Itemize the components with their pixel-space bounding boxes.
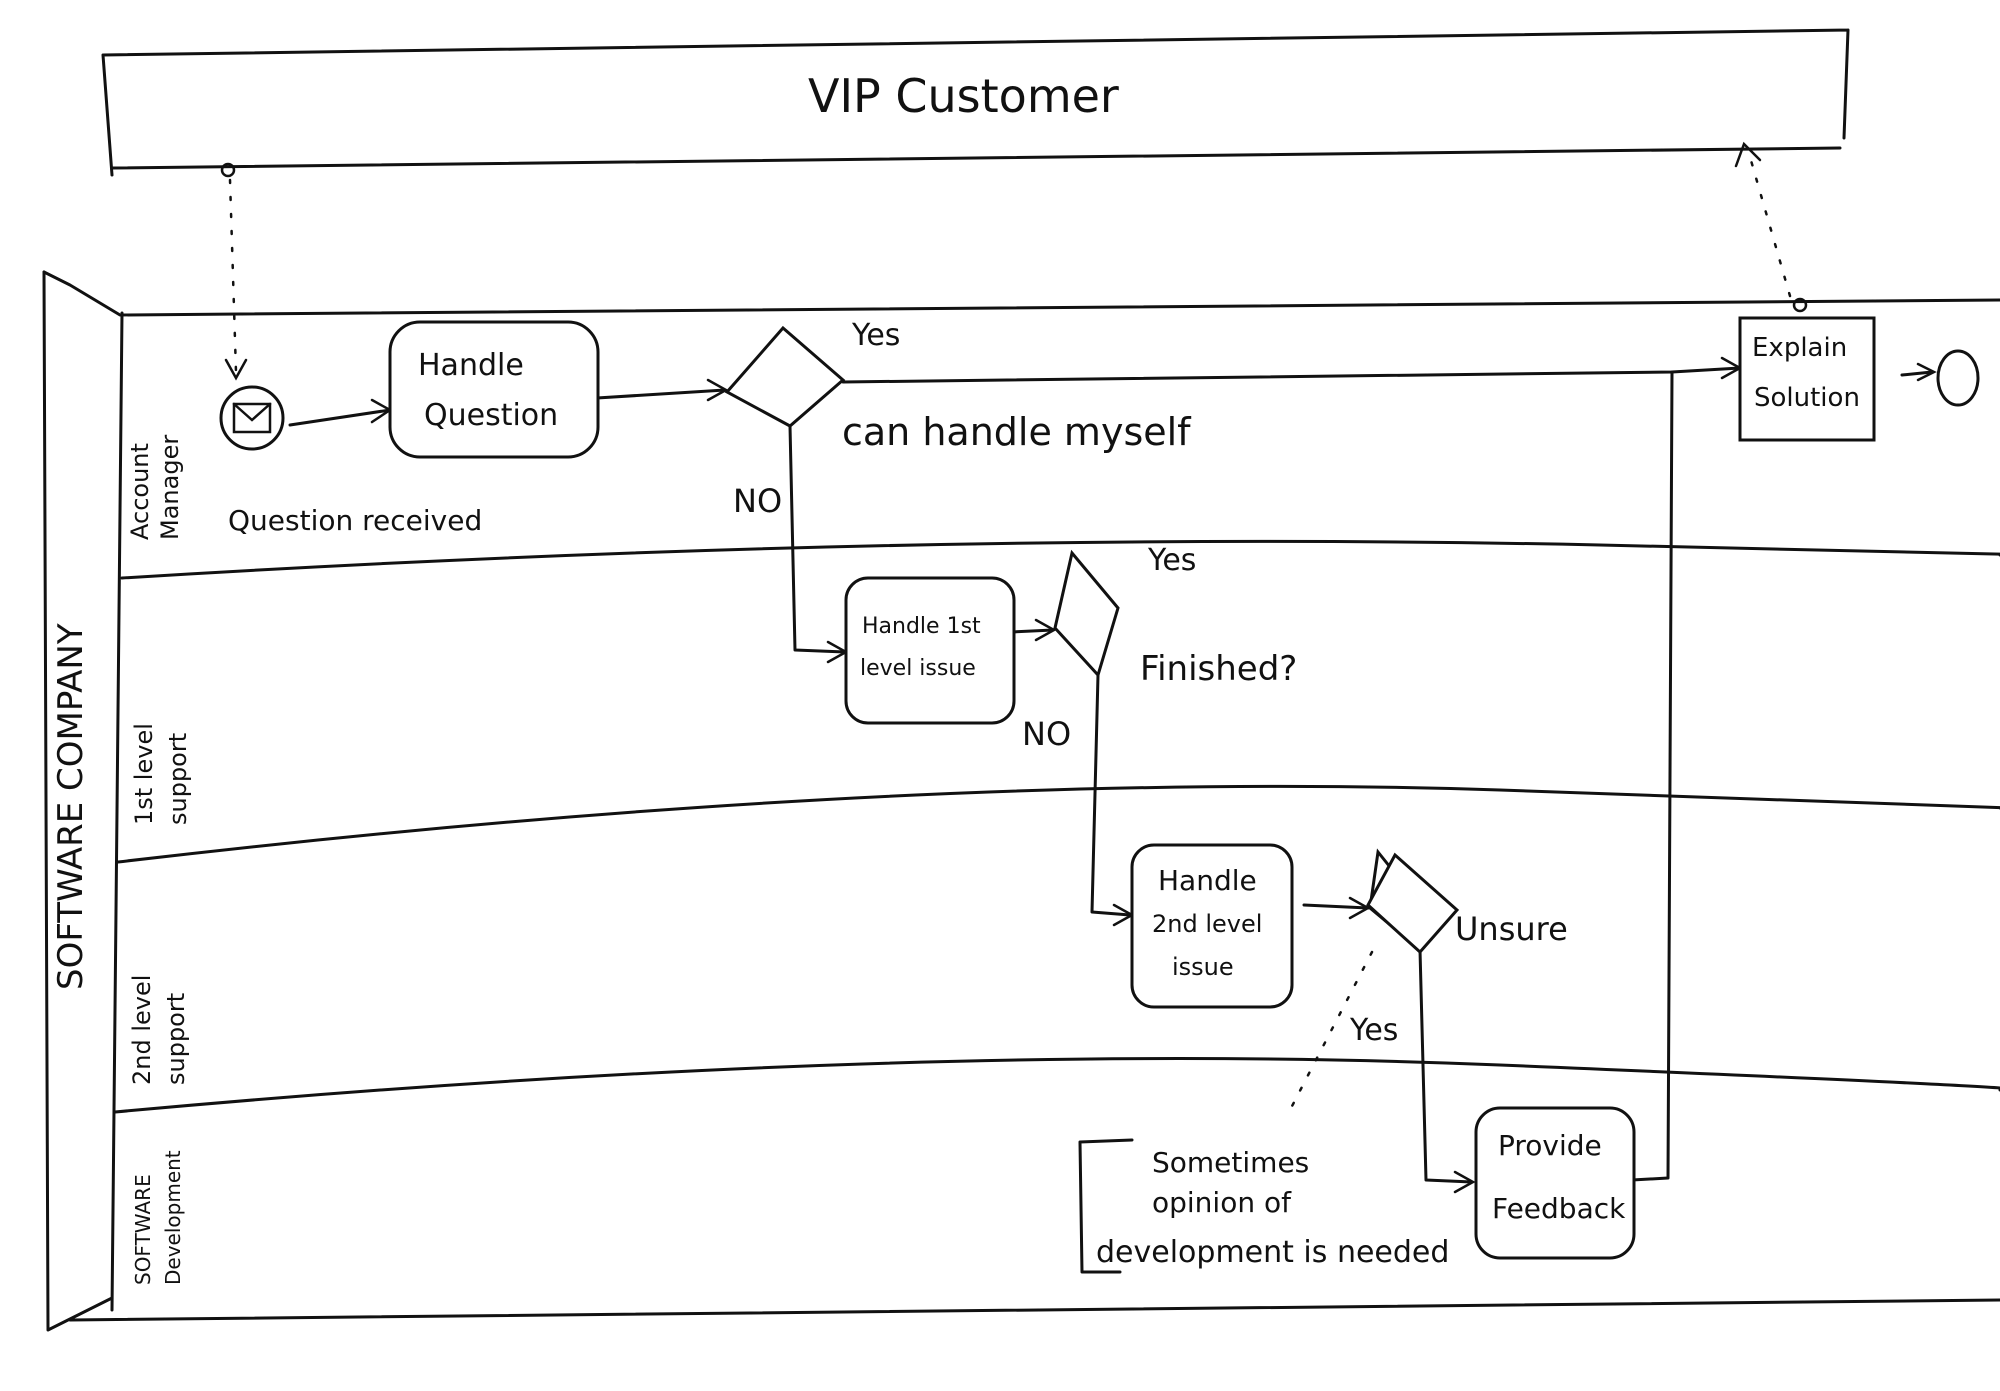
gateway-can-handle: Yes can handle myself NO	[724, 318, 1192, 520]
lane-labels: Account Manager 1st level support 2nd le…	[126, 435, 192, 1285]
task-provide-feedback-line2: Feedback	[1492, 1192, 1626, 1225]
task-explain-solution-line1: Explain	[1752, 333, 1847, 363]
task-provide-feedback: Provide Feedback	[1474, 1106, 1636, 1260]
message-flow-end-marker	[1792, 297, 1808, 313]
lane-label-1st-level-line2: support	[164, 733, 192, 825]
gateway-finished: Yes Finished? NO	[1022, 543, 1297, 753]
end-event	[1936, 349, 1980, 407]
message-flows	[220, 141, 1808, 381]
start-event-label: Question received	[228, 504, 482, 537]
company-pool-label: SOFTWARE COMPANY	[51, 623, 91, 990]
gateway-finished-question: Finished?	[1140, 649, 1297, 689]
lane-label-2nd-level-line1: 2nd level	[128, 975, 156, 1085]
annotation: Sometimes opinion of development is need…	[1078, 950, 1449, 1274]
task-handle-2nd-line1: Handle	[1158, 864, 1257, 897]
start-event-circle	[219, 385, 285, 451]
gateway-unsure-yes: Yes	[1349, 1013, 1398, 1048]
task-handle-2nd-line3: issue	[1172, 953, 1234, 981]
customer-pool-label: VIP Customer	[808, 69, 1119, 123]
lane-label-account-manager-line1: Account	[126, 443, 154, 540]
task-explain-solution: Explain Solution	[1738, 316, 1876, 442]
message-flow-arrowhead	[224, 358, 248, 381]
message-flow-start-marker	[220, 162, 236, 178]
gateway-unsure-question: Unsure	[1455, 910, 1568, 948]
lane-label-account-manager-line2: Manager	[156, 435, 184, 540]
message-flow-to-customer	[1746, 148, 1792, 298]
lane-label-2nd-level-line2: support	[162, 993, 190, 1085]
customer-pool: VIP Customer	[101, 28, 1850, 177]
lane-label-development-line2: Development	[161, 1150, 185, 1285]
task-provide-feedback-line1: Provide	[1498, 1129, 1602, 1162]
gateway-finished-no: NO	[1022, 715, 1071, 753]
task-handle-1st-level-issue: Handle 1st level issue	[844, 576, 1016, 725]
lane-separators	[113, 539, 2000, 1114]
task-handle-question-line1: Handle	[418, 348, 524, 383]
task-explain-solution-line2: Solution	[1754, 383, 1860, 413]
annotation-association	[1288, 950, 1374, 1112]
sequence-flows	[288, 356, 1937, 1194]
message-flow-open-arrowhead	[1734, 141, 1762, 168]
annotation-line2: opinion of	[1152, 1186, 1292, 1219]
gateway-unsure: Unsure Yes	[1349, 848, 1568, 1048]
lane-label-1st-level-line1: 1st level	[130, 723, 158, 825]
annotation-bracket	[1078, 1138, 1134, 1274]
annotation-line3: development is needed	[1096, 1235, 1449, 1270]
task-handle-1st-line2: level issue	[860, 656, 976, 681]
task-handle-1st-line1: Handle 1st	[862, 614, 981, 639]
message-flow-to-start	[228, 178, 238, 374]
gateway-can-handle-question: can handle myself	[842, 410, 1192, 454]
lane-label-development-line1: SOFTWARE	[131, 1174, 155, 1285]
gateway-can-handle-no: NO	[733, 482, 782, 520]
gateway-can-handle-yes: Yes	[851, 318, 900, 353]
start-event: Question received	[219, 385, 482, 537]
task-handle-2nd-line2: 2nd level	[1152, 910, 1262, 938]
annotation-line1: Sometimes	[1152, 1146, 1309, 1179]
company-pool: SOFTWARE COMPANY	[42, 270, 2000, 1332]
task-handle-2nd-level-issue: Handle 2nd level issue	[1130, 843, 1294, 1009]
envelope-icon	[232, 402, 272, 434]
task-handle-question-line2: Question	[424, 398, 558, 433]
gateway-finished-yes: Yes	[1147, 543, 1196, 578]
task-handle-question: Handle Question	[388, 320, 600, 459]
